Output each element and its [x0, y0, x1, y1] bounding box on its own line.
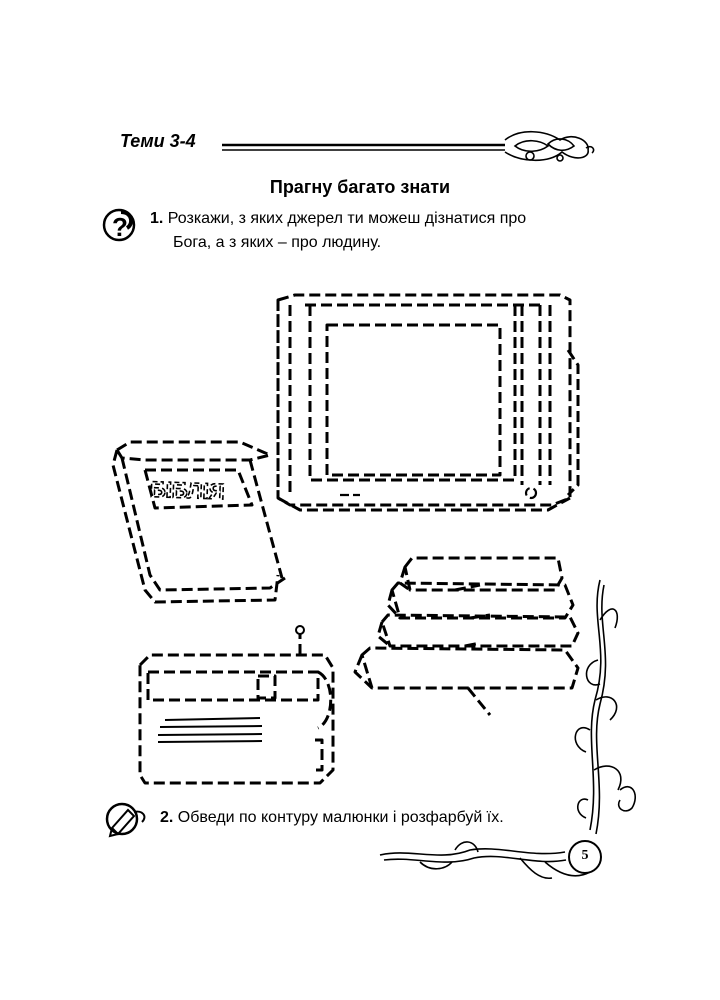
- task2-text: 2. Обведи по контуру малюнки і розфарбуй…: [160, 806, 504, 830]
- bible-label: БІБЛІЯ: [150, 477, 225, 505]
- task2-instruction: Обведи по контуру малюнки і розфарбуй їх…: [177, 809, 504, 826]
- page-number-badge: [568, 840, 602, 874]
- task2-number: 2.: [160, 809, 174, 826]
- plant-ornament-icon: [574, 579, 636, 835]
- tv-outline: [276, 293, 580, 512]
- radio-outline: [138, 625, 335, 785]
- task1-line2: Бога, а з яких – про людину.: [173, 234, 382, 251]
- task1-line1: Розкажи, з яких джерел ти можеш дізнатис…: [167, 210, 527, 227]
- bible-outline: БІБЛІЯ: [111, 440, 286, 604]
- task1-number: 1.: [150, 210, 164, 227]
- page-title: Прагну багато знати: [269, 177, 451, 197]
- topic-heading: Теми 3-4: [120, 131, 196, 151]
- page-number: 5: [581, 848, 589, 863]
- root-ornament-icon: [379, 841, 591, 880]
- books-stack-outline: [353, 556, 580, 716]
- task1-text: 1. Розкажи, з яких джерел ти можеш дізна…: [150, 207, 526, 231]
